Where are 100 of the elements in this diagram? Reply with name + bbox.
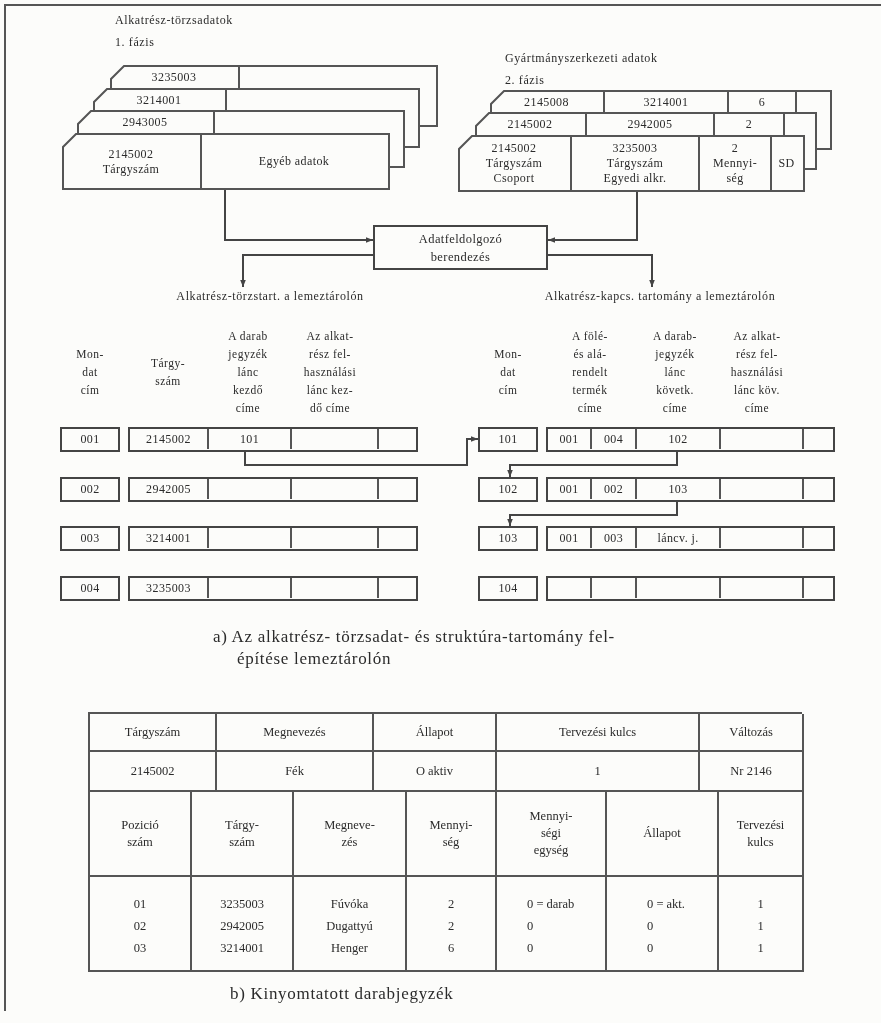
- field-value: 3235003: [146, 580, 191, 596]
- process-box: Adatfeldolgozó berendezés: [373, 225, 548, 270]
- record-box: [128, 576, 418, 601]
- section-heading: Alkatrész-törzsadatok: [115, 13, 233, 28]
- field-value: 001: [80, 431, 100, 447]
- table-value: 3214001: [220, 940, 264, 957]
- field-value: 004: [80, 580, 100, 596]
- column-header: A darab jegyzék lánc kezdő címe: [227, 329, 269, 416]
- field-value: 2 Mennyi- ség: [712, 141, 758, 186]
- column-header: Az alkat- rész fel- használási lánc köv. címe: [729, 329, 785, 416]
- table-value: Fúvóka: [330, 896, 369, 913]
- table-value: 2: [447, 896, 455, 913]
- field-value: 103: [668, 481, 688, 497]
- field-value: 001: [559, 481, 579, 497]
- field-value: 104: [498, 580, 518, 596]
- arrow: [507, 451, 678, 478]
- column-header: Mon- dat cím: [493, 347, 523, 398]
- table-value: 6: [447, 940, 455, 957]
- address-box: [478, 427, 538, 452]
- table-value: 0: [647, 918, 654, 935]
- field-value: 2942005: [146, 481, 191, 497]
- column-header: Állapot: [643, 825, 681, 842]
- table-value: 1: [757, 918, 764, 935]
- table-value: 0: [527, 918, 534, 935]
- field-value: 102: [498, 481, 518, 497]
- field-value: 2942005: [627, 116, 673, 132]
- table-value: 01: [133, 896, 147, 913]
- field-value: 3214001: [146, 530, 191, 546]
- record-box: [546, 477, 835, 502]
- address-box: [60, 526, 120, 551]
- arrow: [547, 254, 655, 288]
- arrow: [507, 501, 678, 527]
- field-value: Egyéb adatok: [258, 154, 330, 169]
- address-box: [478, 576, 538, 601]
- table-value: 1: [757, 896, 764, 913]
- field-value: 2943005: [122, 114, 168, 130]
- table-value: Nr 2146: [730, 762, 772, 780]
- data-card: [62, 133, 390, 190]
- field-value: 2145002 Tárgyszám Csoport: [485, 141, 543, 186]
- column-header: Tárgyszám: [124, 723, 181, 741]
- column-header: Mennyi- ségi egység: [529, 808, 573, 859]
- table-value: 1: [757, 940, 764, 957]
- column-header: Az alkat- rész fel- használási lánc kez- dő címe: [302, 329, 358, 416]
- arrow: [240, 254, 374, 288]
- field-value: 2145002 Tárgyszám: [102, 146, 160, 177]
- column-header: Tervezési kulcs: [558, 723, 637, 741]
- table-value: 0 = darab: [527, 896, 575, 913]
- field-value: 6: [758, 94, 766, 110]
- column-header: Változás: [729, 723, 773, 741]
- data-card: [458, 135, 805, 192]
- address-box: [478, 526, 538, 551]
- field-value: 003: [603, 530, 624, 546]
- table-value: 02: [133, 918, 147, 935]
- table-value: 3235003: [220, 896, 264, 913]
- arrow: [224, 189, 374, 243]
- column-header: Megnevezés: [263, 723, 326, 741]
- table-value: Fék: [285, 762, 304, 780]
- field-value: 3235003 Tárgyszám Egyedi alkr.: [602, 141, 668, 186]
- column-header: Pozició szám: [121, 816, 159, 851]
- field-value: 002: [80, 481, 100, 497]
- table-value: 2145002: [130, 762, 175, 780]
- field-value: 2145002: [146, 431, 191, 447]
- field-value: 3214001: [643, 94, 689, 110]
- field-value: 2: [745, 116, 753, 132]
- column-header: Tervezési kulcs: [736, 816, 785, 851]
- column-header: Mon- dat cím: [75, 347, 105, 398]
- column-header: Állapot: [415, 723, 454, 741]
- record-box: [546, 526, 835, 551]
- field-value: 002: [603, 481, 624, 497]
- address-box: [60, 576, 120, 601]
- field-value: 004: [603, 431, 624, 447]
- field-value: SD: [778, 156, 795, 171]
- table-value: 0 = akt.: [647, 896, 685, 913]
- table-value: 2942005: [220, 918, 264, 935]
- address-box: [478, 477, 538, 502]
- record-box: [546, 576, 835, 601]
- record-box: [128, 526, 418, 551]
- field-value: láncv. j.: [657, 530, 699, 546]
- section-heading: 2. fázis: [505, 73, 545, 88]
- record-box: [128, 477, 418, 502]
- field-value: 101: [498, 431, 518, 447]
- arrow: [547, 191, 638, 243]
- table-value: 1: [594, 762, 601, 780]
- column-header: Megneve- zés: [324, 816, 375, 851]
- arrow: [244, 436, 479, 466]
- field-value: 001: [559, 530, 579, 546]
- field-value: 101: [239, 431, 260, 447]
- table-value: 0: [527, 940, 534, 957]
- field-value: 3235003: [151, 69, 197, 85]
- address-box: [60, 477, 120, 502]
- table-value: 0: [647, 940, 654, 957]
- record-box: [128, 427, 418, 452]
- field-value: 001: [559, 431, 579, 447]
- column-header: Tárgy- szám: [149, 356, 187, 389]
- field-value: 102: [668, 431, 688, 447]
- table-value: Dugattyú: [326, 918, 373, 935]
- field-value: 3214001: [136, 92, 182, 108]
- column-header: A darab- jegyzék lánc követk. címe: [652, 329, 698, 416]
- figure-caption: b) Kinyomtatott darabjegyzék: [230, 983, 454, 1005]
- table-value: 2: [447, 918, 455, 935]
